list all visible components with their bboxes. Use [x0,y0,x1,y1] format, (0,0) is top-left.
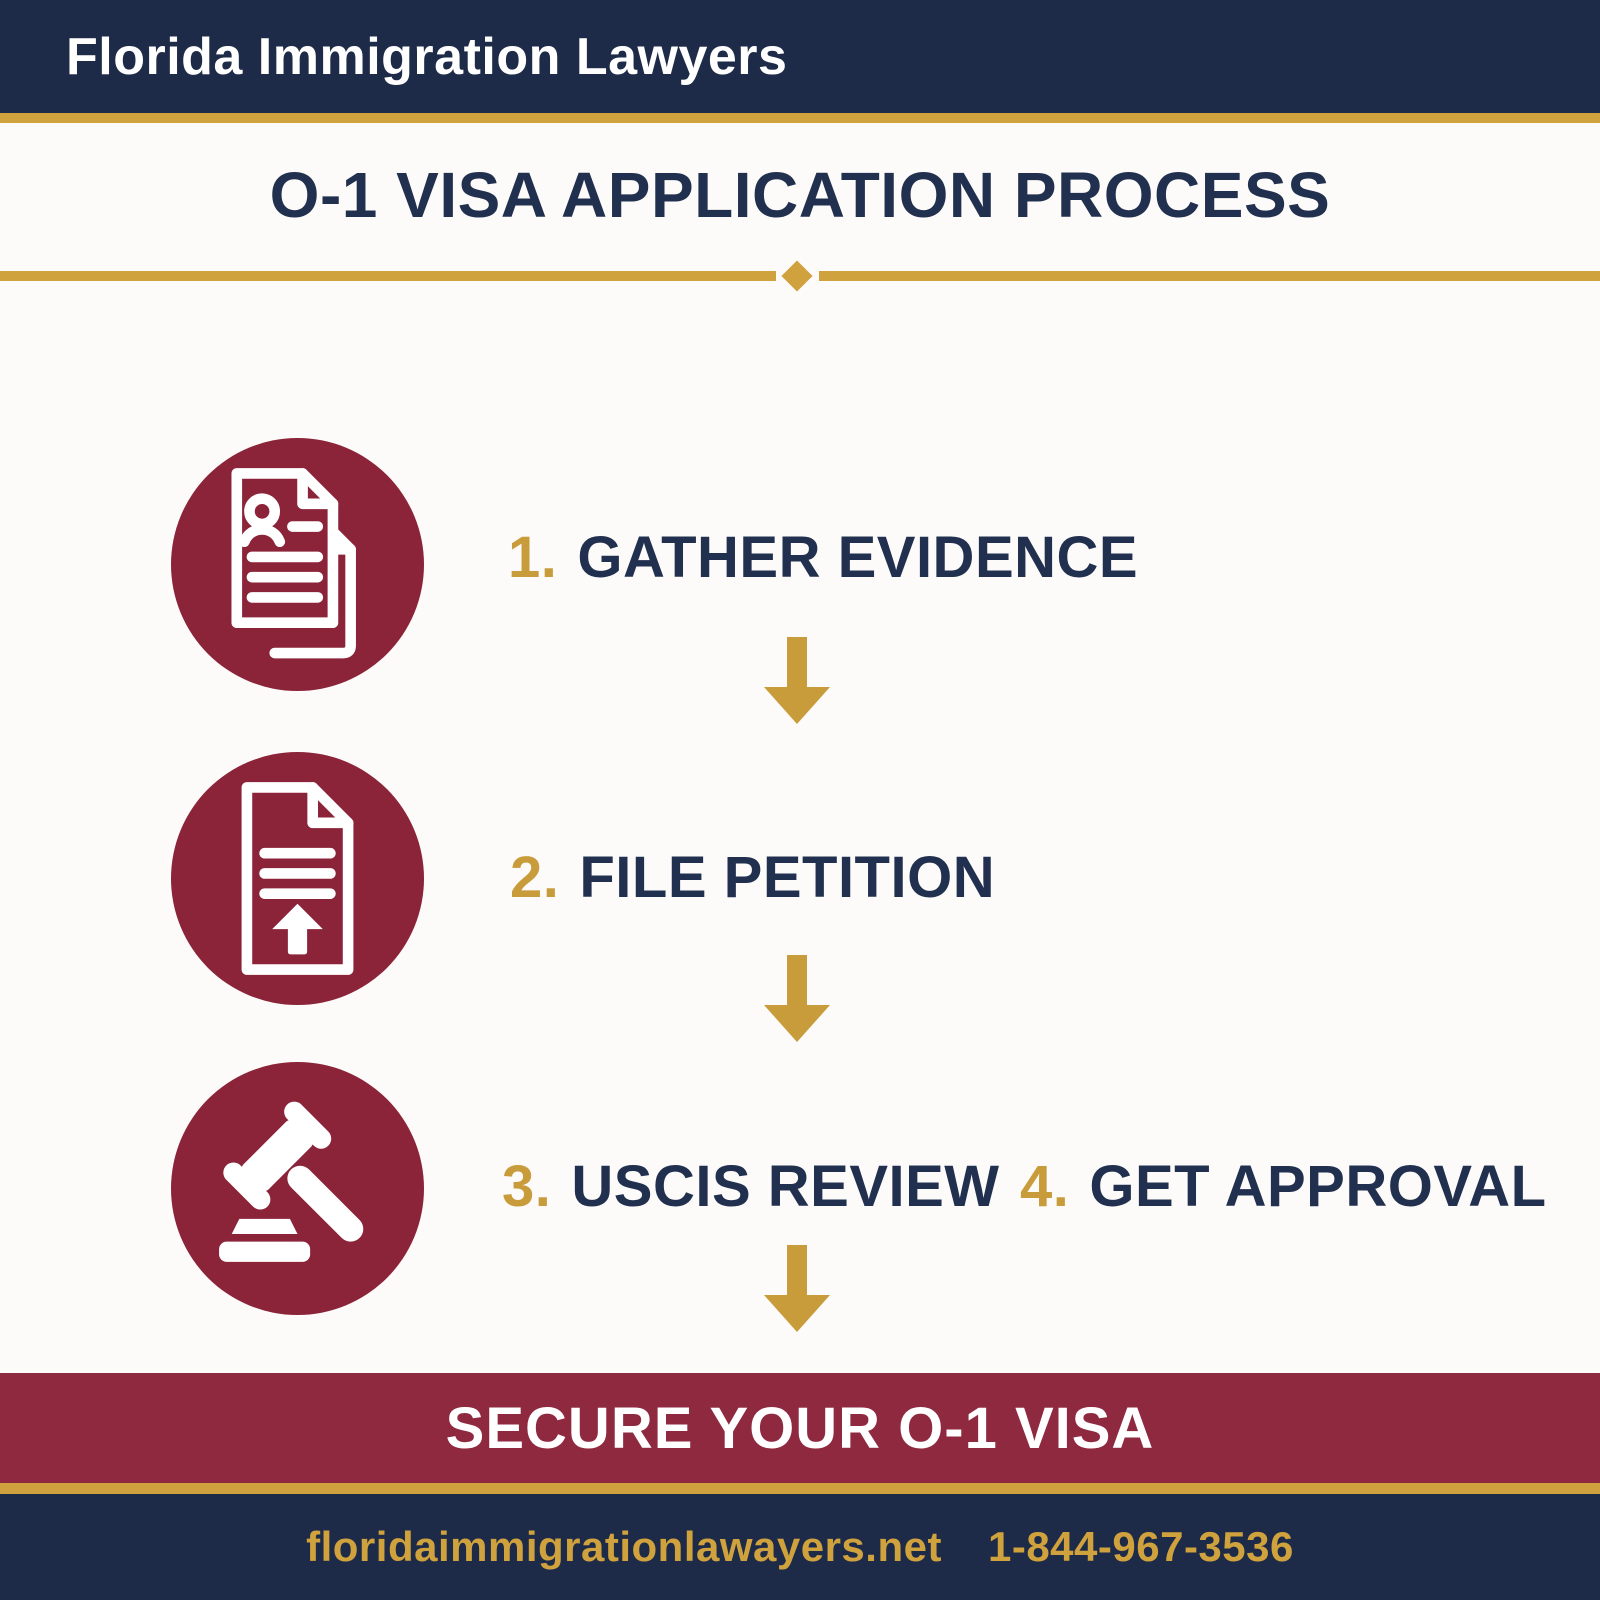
step-4-text: GET APPROVAL [1089,1153,1547,1219]
step-1-number: 1. [508,524,558,590]
divider-line-left [0,271,776,281]
document-upload-icon [171,752,424,1005]
step-3-number: 3. [502,1153,552,1219]
divider-line-right [819,271,1600,281]
step-2-label: 2. FILE PETITION [510,844,996,910]
brand-name: Florida Immigration Lawyers [66,27,788,86]
step-4-label: 4. GET APPROVAL [1020,1153,1547,1219]
footer-gold-divider [0,1483,1600,1494]
arrow-head [764,1005,830,1042]
cta-banner: SECURE YOUR O-1 VISA [0,1373,1600,1483]
arrow-head [764,1295,830,1332]
cta-banner-text: SECURE YOUR O-1 VISA [445,1395,1155,1461]
down-arrow-icon [764,1245,830,1332]
website-url: floridaimmigrationlawayers.net [306,1523,942,1570]
header-bar: Florida Immigration Lawyers [0,0,1600,113]
down-arrow-icon [764,637,830,724]
arrow-shaft [787,637,807,687]
page-title: O-1 VISA APPLICATION PROCESS [269,159,1331,231]
documents-person-icon [171,438,424,691]
arrow-head [764,687,830,724]
arrow-shaft [787,1245,807,1295]
step-1-label: 1. GATHER EVIDENCE [508,524,1139,590]
step-1-text: GATHER EVIDENCE [577,524,1139,590]
down-arrow-icon [764,955,830,1042]
arrow-shaft [787,955,807,1005]
diamond-icon [781,260,813,292]
gavel-icon [171,1062,424,1315]
step-3-label: 3. USCIS REVIEW [502,1153,1000,1219]
phone-number: 1-844-967-3536 [987,1523,1294,1570]
step-4-number: 4. [1020,1153,1070,1219]
step-2-number: 2. [510,844,560,910]
header-gold-divider [0,113,1600,123]
footer-bar: floridaimmigrationlawayers.net 1-844-967… [0,1494,1600,1600]
step-3-text: USCIS REVIEW [571,1153,1000,1219]
step-2-text: FILE PETITION [579,844,996,910]
